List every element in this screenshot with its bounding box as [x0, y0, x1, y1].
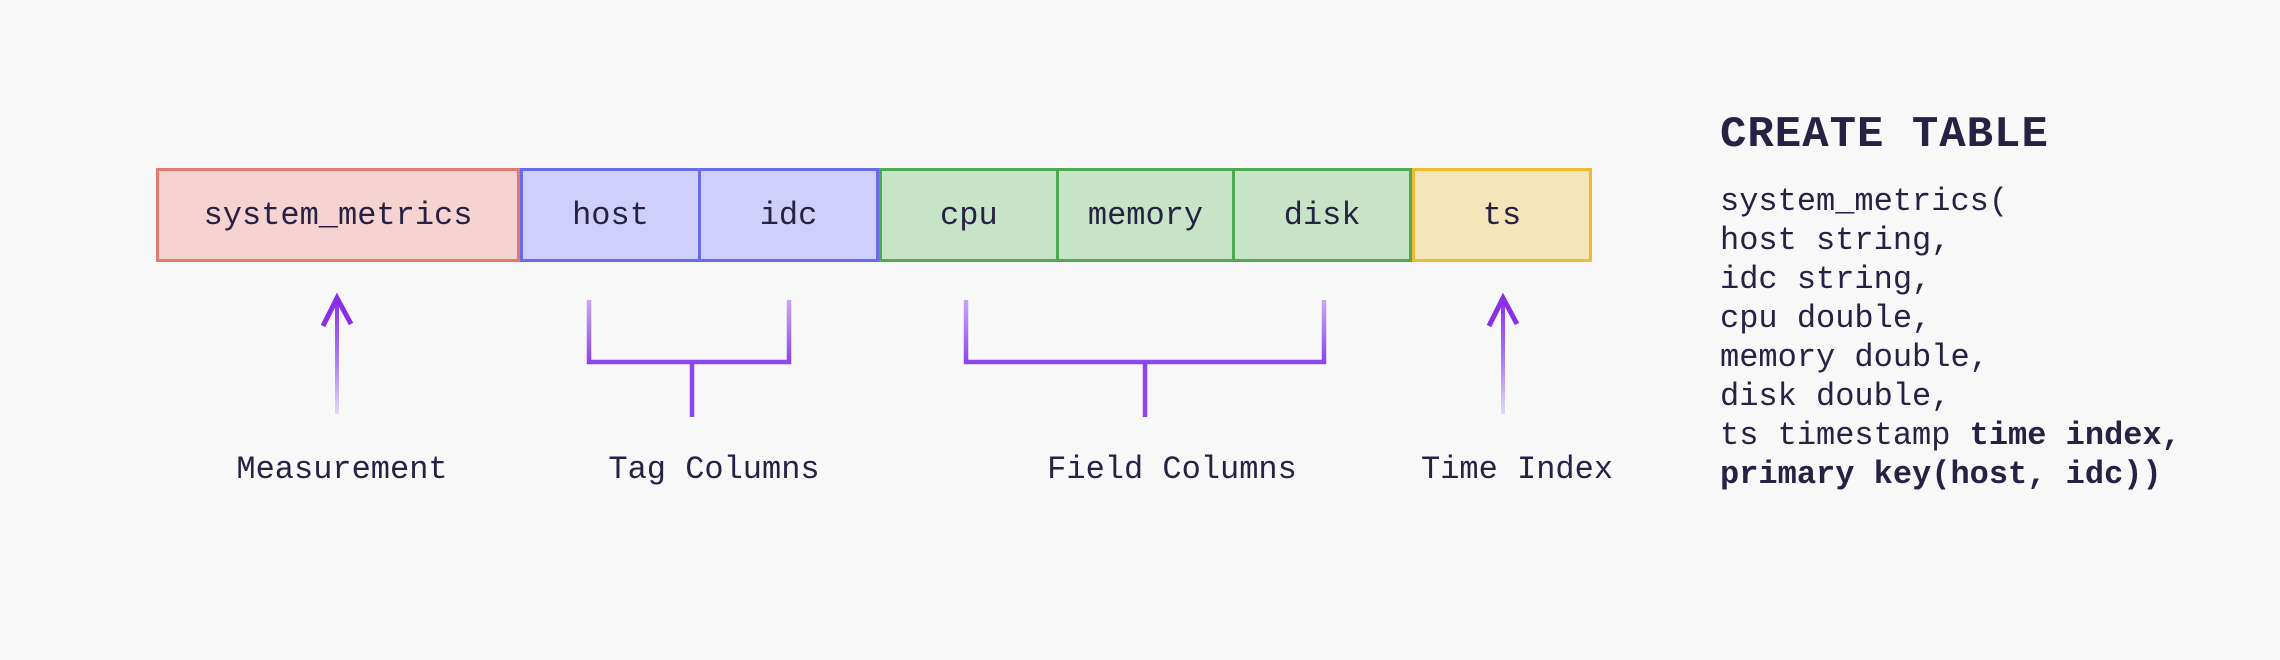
tag-column-idc: idc	[698, 171, 876, 259]
time-index-arrow	[1486, 292, 1520, 414]
sql-line: disk double,	[1720, 378, 1951, 415]
measurement-box-label: system_metrics	[203, 196, 473, 234]
measurement-label: Measurement	[236, 451, 448, 488]
tag-column-idc-label: idc	[759, 196, 818, 234]
field-column-memory: memory	[1055, 171, 1233, 259]
sql-line: memory double,	[1720, 339, 1989, 376]
time-index-group: ts	[1412, 168, 1592, 262]
tag-columns-bracket	[586, 300, 792, 417]
field-column-cpu: cpu	[882, 171, 1056, 259]
time-index-label: Time Index	[1420, 451, 1614, 488]
field-column-cpu-label: cpu	[940, 196, 998, 234]
tag-column-host: host	[523, 171, 698, 259]
time-column-ts-label: ts	[1482, 196, 1522, 234]
tag-column-host-label: host	[572, 196, 649, 234]
tag-columns-label: Tag Columns	[608, 451, 820, 488]
measurement-arrow	[320, 292, 354, 414]
field-column-memory-label: memory	[1087, 196, 1204, 234]
field-columns-group: cpu memory disk	[879, 168, 1412, 262]
sql-line: cpu double,	[1720, 300, 1932, 337]
sql-line: ts timestamp time index,	[1720, 417, 2181, 454]
sql-panel: CREATE TABLE system_metrics( host string…	[1720, 110, 2181, 494]
sql-line: idc string,	[1720, 261, 1932, 298]
measurement-box: system_metrics	[156, 168, 520, 262]
table-schema-bar: system_metrics host idc cpu memory disk …	[156, 168, 1592, 262]
time-column-ts: ts	[1415, 171, 1589, 259]
field-columns-bracket	[963, 300, 1327, 417]
tag-columns-group: host idc	[520, 168, 879, 262]
sql-code: system_metrics( host string, idc string,…	[1720, 182, 2181, 494]
sql-line: primary key(host, idc))	[1720, 456, 2162, 493]
sql-line: host string,	[1720, 222, 1951, 259]
field-column-disk-label: disk	[1283, 196, 1361, 234]
field-columns-label: Field Columns	[1047, 451, 1297, 488]
sql-title: CREATE TABLE	[1720, 110, 2049, 160]
sql-line: system_metrics(	[1720, 183, 2009, 220]
time-index-arrowhead-icon	[1486, 292, 1520, 328]
field-column-disk: disk	[1232, 171, 1409, 259]
measurement-arrowhead-icon	[320, 292, 354, 328]
